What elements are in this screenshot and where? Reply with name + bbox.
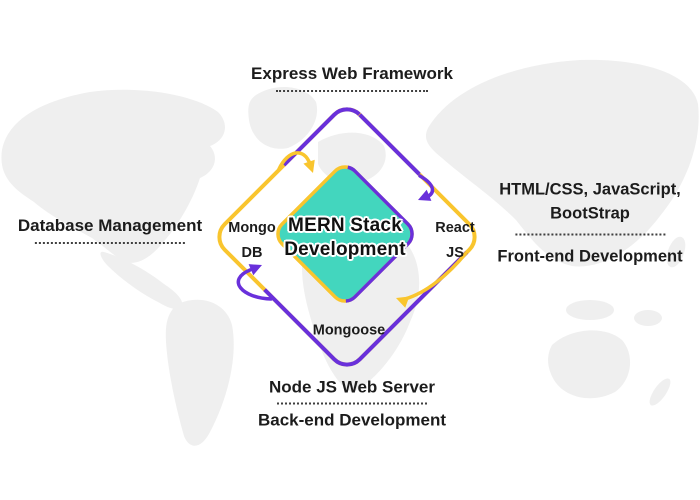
map-australia <box>548 330 631 399</box>
map-new-guinea <box>634 310 662 326</box>
database-title: Database Management <box>17 216 203 235</box>
node-mongo-db: Mongo DB <box>228 216 276 266</box>
backend-subtitle: Back-end Development <box>258 410 446 430</box>
center-title-line1: MERN Stack <box>288 215 402 236</box>
express-title: Express Web Framework <box>251 64 453 83</box>
label-backend-block: Node JS Web Server Back-end Development <box>258 378 446 431</box>
label-frontend-block: HTML/CSS, JavaScript, BootStrap Front-en… <box>497 178 682 269</box>
mongo-line1: Mongo <box>228 220 276 236</box>
center-title: MERN Stack Development <box>284 214 406 262</box>
map-central-america <box>100 251 183 309</box>
frontend-tech-line2: BootStrap <box>550 204 630 223</box>
frontend-dotted-underline <box>515 233 665 236</box>
node-react-js: React JS <box>435 216 475 266</box>
backend-dotted-underline <box>277 402 427 405</box>
frontend-subtitle: Front-end Development <box>497 247 683 266</box>
outer-diamond-purple-edges <box>217 107 477 367</box>
frontend-tech-line1: HTML/CSS, JavaScript, <box>499 180 681 199</box>
react-line1: React <box>435 220 475 236</box>
arrow-bottom-right-head <box>396 296 410 308</box>
inner-diamond-purple-edges <box>276 165 414 303</box>
label-database-management: Database Management <box>18 216 202 244</box>
arrow-bottom-left-stem <box>236 268 273 301</box>
map-indonesia <box>566 300 614 320</box>
arrow-top-right-head <box>418 189 432 201</box>
center-title-line2: Development <box>284 239 406 260</box>
map-south-america <box>165 299 234 446</box>
map-japan <box>666 236 686 268</box>
mongo-line2: DB <box>241 245 263 261</box>
arrow-bottom-left-head <box>248 264 262 276</box>
map-north-america <box>1 89 225 263</box>
map-greenland <box>248 86 318 149</box>
map-new-zealand <box>649 378 671 406</box>
backend-title: Node JS Web Server <box>269 377 435 397</box>
map-asia <box>425 59 699 267</box>
mongoose-label: Mongoose <box>312 322 386 339</box>
arrow-bottom-right-stem <box>403 251 468 301</box>
express-dotted-underline <box>275 90 428 92</box>
arrow-top-left-head <box>303 159 315 173</box>
arrow-top-left-stem <box>277 151 312 171</box>
node-mongoose: Mongoose <box>313 319 386 344</box>
database-dotted-underline <box>34 242 185 244</box>
world-map-continents <box>1 59 699 446</box>
react-line2: JS <box>446 245 464 261</box>
label-express-web-framework: Express Web Framework <box>251 64 453 92</box>
